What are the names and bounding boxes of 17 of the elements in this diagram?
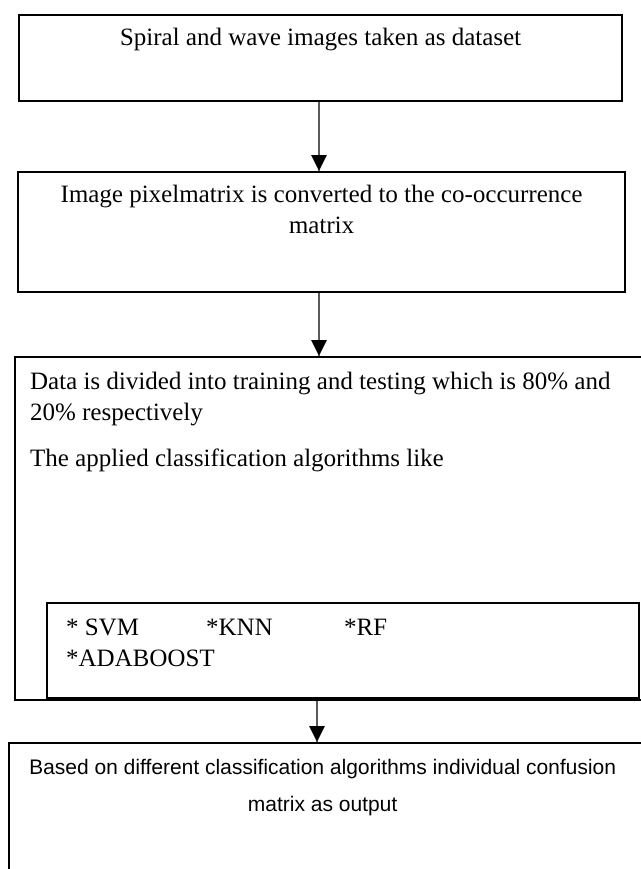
arrow xyxy=(311,293,327,356)
process-box xyxy=(14,356,641,701)
process-box xyxy=(8,742,641,869)
box-text: *ADABOOST xyxy=(66,644,216,674)
arrow xyxy=(309,699,325,742)
process-box xyxy=(17,171,626,293)
box-text: *RF xyxy=(344,613,388,643)
box-text: *KNN xyxy=(206,613,274,643)
box-text: Image pixelmatrix is converted to the co-occurrence matrix xyxy=(60,180,584,242)
box-text: The applied classification algorithms like xyxy=(30,444,445,474)
inner-box xyxy=(46,602,640,699)
box-text: * SVM xyxy=(66,613,140,643)
arrow xyxy=(311,102,327,171)
box-text: Spiral and wave images taken as dataset xyxy=(118,23,522,53)
process-box xyxy=(18,14,623,102)
box-text: Based on different classification algorithms individual confusion matrix as output xyxy=(28,755,617,818)
box-text: Data is divided into training and testing which is 80% and 20% respectively xyxy=(30,367,612,428)
